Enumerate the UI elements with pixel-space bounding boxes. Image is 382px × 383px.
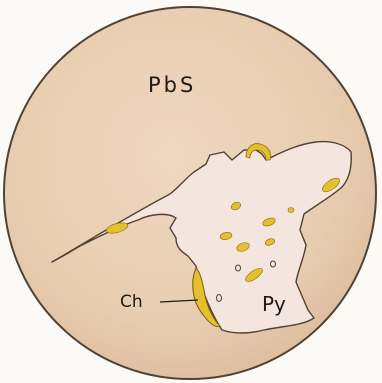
chalcopyrite-label: Ch bbox=[120, 292, 143, 312]
matrix-label: PbS bbox=[148, 73, 196, 97]
pyrite-label: Py bbox=[262, 292, 286, 316]
inclusion bbox=[288, 208, 294, 213]
